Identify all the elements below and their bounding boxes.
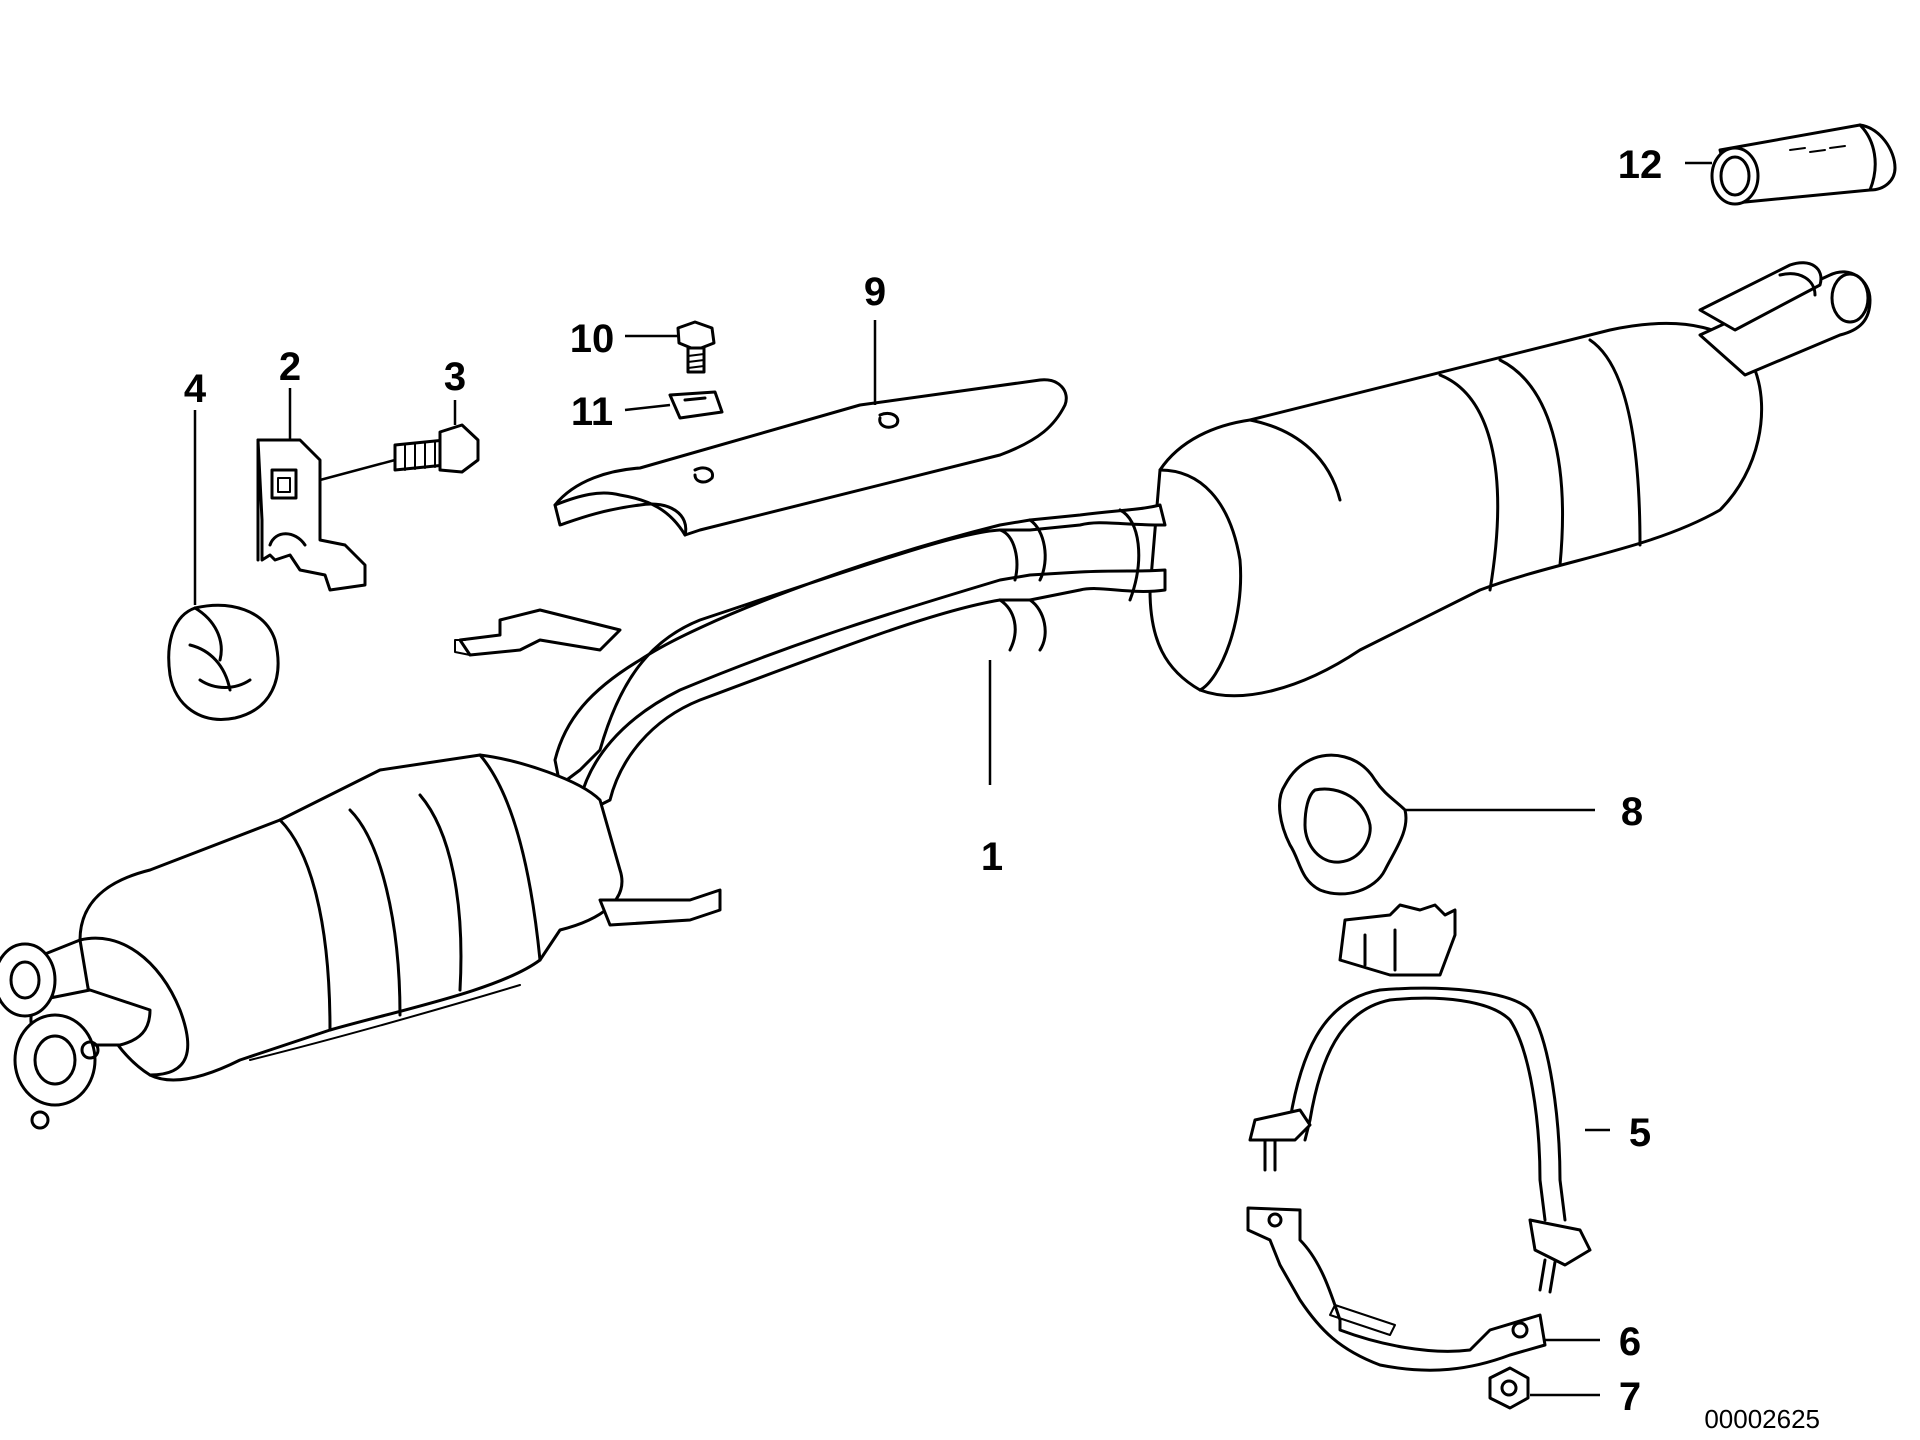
part-10-bolt	[625, 320, 716, 374]
callout-6: 6	[1619, 1320, 1641, 1364]
part-2-hanger-bracket	[256, 388, 367, 592]
callout-9: 9	[864, 270, 886, 314]
callout-7: 7	[1619, 1375, 1641, 1419]
callout-11: 11	[571, 390, 613, 434]
callout-10: 10	[570, 317, 615, 361]
callout-4: 4	[184, 367, 207, 411]
part-8-gasket-ring	[1278, 753, 1595, 896]
callout-5: 5	[1629, 1111, 1651, 1155]
part-6-mounting-strap	[1246, 1206, 1600, 1372]
part-4-rubber-mount	[167, 410, 280, 721]
callout-3: 3	[444, 355, 466, 399]
part-3-bolt	[319, 400, 480, 482]
part-9-heat-shield	[553, 320, 1068, 537]
part-7-nut	[1488, 1366, 1600, 1410]
callout-12: 12	[1618, 143, 1663, 187]
callout-1: 1	[981, 835, 1003, 879]
callout-8: 8	[1621, 790, 1643, 834]
document-number: 00002625	[1704, 1404, 1820, 1434]
part-11-clip-nut	[624, 390, 724, 420]
part-5-strap-clamp	[1248, 903, 1610, 1294]
part-1-exhaust-assembly	[0, 261, 1872, 1130]
callout-2: 2	[279, 345, 301, 389]
part-12-tail-pipe-tip	[1685, 123, 1897, 206]
